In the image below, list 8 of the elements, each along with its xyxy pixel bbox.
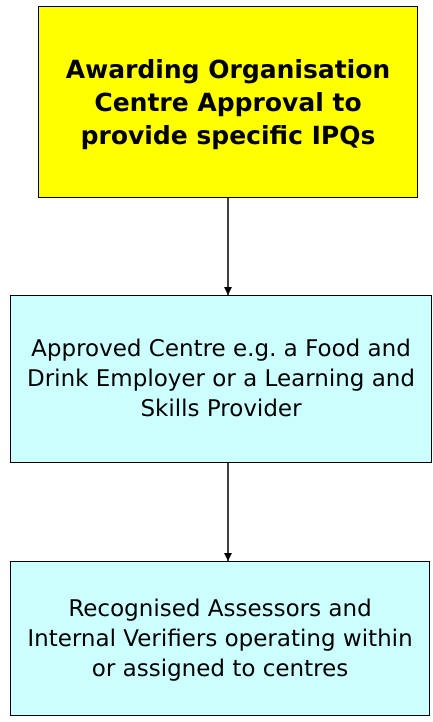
box-text: Recognised Assessors and Internal Verifiers operating within or assigned to centres: [26, 594, 414, 684]
process-box: [10, 561, 430, 716]
arrow: [224, 463, 232, 561]
process-box: [10, 295, 432, 463]
box-text: Awarding Organisation Centre Approval to provide specific IPQs: [64, 54, 392, 152]
arrow: [224, 198, 232, 295]
box-text: Approved Centre e.g. a Food and Drink Employer or a Learning and Skills Provider: [27, 335, 415, 424]
process-box: [38, 6, 418, 198]
